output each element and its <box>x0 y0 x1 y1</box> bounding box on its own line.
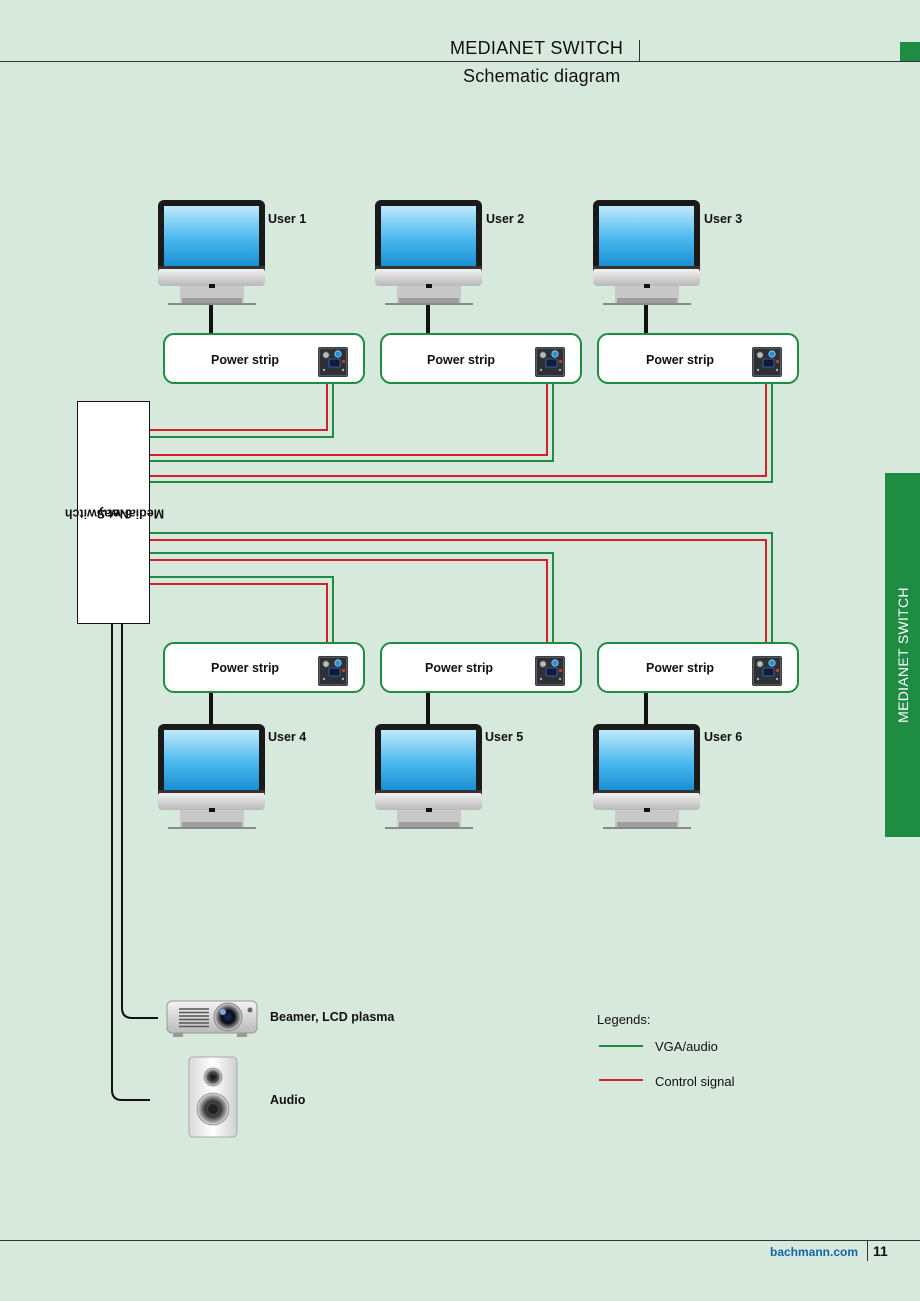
vga-wire-2 <box>149 384 554 462</box>
user-2-label: User 2 <box>486 212 525 226</box>
mediaNet-switch-box <box>77 401 150 624</box>
monitor-icon-user-1 <box>157 199 266 305</box>
footer-divider <box>867 1241 868 1261</box>
beamer-cable <box>121 623 158 1019</box>
vga-wire-3 <box>149 384 773 483</box>
monitor-icon-user-2 <box>374 199 483 305</box>
user-1-label: User 1 <box>268 212 307 226</box>
socket-icon <box>534 346 566 378</box>
user-6-label: User 6 <box>704 730 743 744</box>
legend-title: Legends: <box>597 1012 651 1027</box>
socket-icon <box>534 655 566 687</box>
vga-wire-1 <box>149 384 334 438</box>
control-wire-1 <box>149 384 328 431</box>
page-subtitle: Schematic diagram <box>463 66 621 86</box>
control-wire-6 <box>149 539 767 642</box>
corner-tab <box>900 42 920 61</box>
footer-website-link[interactable]: bachmann.com <box>770 1245 859 1259</box>
monitor-icon-user-6 <box>592 723 701 829</box>
power-strip-5 <box>380 642 582 693</box>
power-strip-4-label: Power strip <box>211 661 280 675</box>
power-strip-1-label: Power strip <box>211 353 280 367</box>
power-strip-5-label: Power strip <box>425 661 494 675</box>
control-wire-2 <box>149 384 548 456</box>
socket-icon <box>751 346 783 378</box>
beamer-label: Beamer, LCD plasma <box>270 1010 395 1024</box>
power-strip-1 <box>163 333 365 384</box>
power-strip-6-label: Power strip <box>646 661 715 675</box>
audio-label: Audio <box>270 1093 306 1107</box>
user-3-label: User 3 <box>704 212 743 226</box>
projector-icon <box>166 1000 258 1037</box>
power-strip-2-label: Power strip <box>427 353 496 367</box>
power-strip-6 <box>597 642 799 693</box>
audio-cable <box>111 623 150 1101</box>
socket-icon <box>317 655 349 687</box>
vga-wire-4 <box>149 576 334 642</box>
user-5-label: User 5 <box>485 730 524 744</box>
legend-vga-audio-label: VGA/audio <box>655 1039 718 1054</box>
power-strip-3-label: Power strip <box>646 353 715 367</box>
side-tab <box>885 473 920 837</box>
legend-control-signal-label: Control signal <box>655 1074 735 1089</box>
control-wire-3 <box>149 384 767 477</box>
power-strip-2 <box>380 333 582 384</box>
socket-icon <box>751 655 783 687</box>
socket-icon <box>317 346 349 378</box>
vga-wire-5 <box>149 552 554 642</box>
monitor-icon-user-4 <box>157 723 266 829</box>
monitor-icon-user-3 <box>592 199 701 305</box>
monitor-icon-user-5 <box>374 723 483 829</box>
page-number: 11 <box>873 1243 888 1259</box>
power-strip-3 <box>597 333 799 384</box>
page-title: MEDIANET SWITCH <box>450 38 624 58</box>
header-rule <box>0 61 920 62</box>
power-strip-4 <box>163 642 365 693</box>
control-wire-4 <box>149 583 328 642</box>
footer-rule <box>0 1240 920 1241</box>
vga-wire-6 <box>149 532 773 642</box>
control-wire-5 <box>149 559 548 642</box>
user-4-label: User 4 <box>268 730 307 744</box>
title-divider <box>639 40 640 61</box>
wiring <box>111 300 773 1101</box>
speaker-icon <box>188 1056 238 1138</box>
